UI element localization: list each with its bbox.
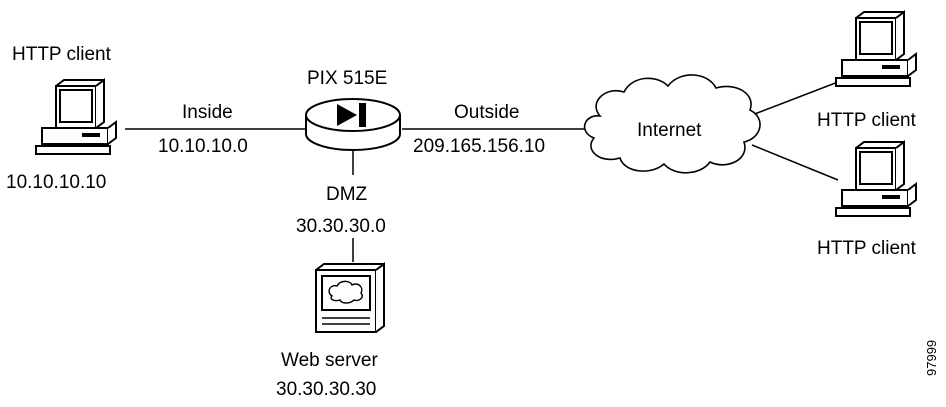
client-right-top-computer-icon (835, 11, 917, 87)
client-right-bottom-name: HTTP client (817, 238, 917, 259)
client-right-top-name: HTTP client (817, 110, 917, 131)
dmz-name: DMZ (326, 184, 368, 205)
internet-link-top (751, 81, 839, 116)
outside-name: Outside (454, 102, 519, 123)
web-server-icon (315, 262, 385, 333)
web-server-name: Web server (281, 350, 378, 371)
figure-number: 97999 (924, 340, 939, 376)
firewall-icon (305, 98, 401, 151)
client-right-bottom-computer-icon (835, 141, 917, 217)
internet-cloud-icon (583, 74, 761, 174)
inside-net: 10.10.10.0 (158, 136, 248, 157)
client-left-computer-icon (35, 79, 117, 155)
firewall-name: PIX 515E (307, 68, 387, 89)
internet-label: Internet (637, 120, 702, 141)
dmz-net: 30.30.30.0 (296, 216, 386, 237)
client-left-ip: 10.10.10.10 (6, 172, 106, 193)
web-server-ip: 30.30.30.30 (276, 379, 376, 400)
inside-name: Inside (182, 102, 233, 123)
outside-ip: 209.165.156.10 (413, 136, 545, 157)
client-left-name: HTTP client (12, 44, 112, 65)
internet-link-bottom (751, 144, 839, 181)
